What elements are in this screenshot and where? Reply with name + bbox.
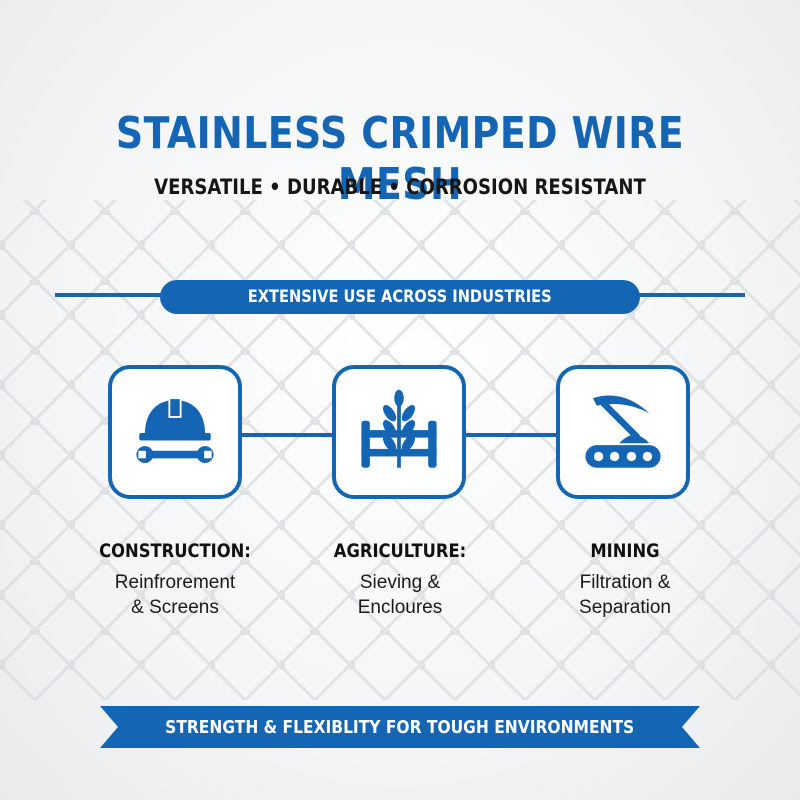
industry-desc-line: Sieving & [359,572,441,593]
industry-desc-line: Filtration & [579,572,671,593]
industry-desc-line: & Screens [131,597,219,618]
page-title: STAINLESS CRIMPED WIRE MESH [115,108,685,210]
footer-banner: STRENGTH & FLEXIBLITY FOR TOUGH ENVIRONM… [100,706,700,748]
industries-banner-label: EXTENSIVE USE ACROSS INDUSTRIES [248,287,552,307]
connector-line [240,433,334,437]
mining-icon-box [556,365,690,499]
industry-desc-line: Encloures [357,597,443,618]
pickaxe-conveyor-icon [585,395,661,468]
industries-banner: EXTENSIVE USE ACROSS INDUSTRIES [160,280,640,314]
connector-line [466,433,560,437]
industry-construction: CONSTRUCTION: Reinfrorement & Screens [65,540,285,620]
industry-description: Sieving & Encloures [290,570,510,620]
industry-agriculture: AGRICULTURE: Sieving & Encloures [290,540,510,620]
page-subtitle: VERSATILE • DURABLE • CORROSION RESISTAN… [154,175,646,199]
wheat-fence-icon [361,389,437,468]
footer-banner-label: STRENGTH & FLEXIBLITY FOR TOUGH ENVIRONM… [165,716,635,738]
industry-description: Reinfrorement & Screens [65,570,285,620]
industry-desc-line: Separation [579,597,671,618]
industry-mining: MINING Filtration & Separation [515,540,735,620]
construction-icon-box [108,365,242,499]
industry-name: MINING [590,540,660,562]
industry-desc-line: Reinfrorement [114,572,236,593]
industry-name: AGRICULTURE: [333,540,467,562]
agriculture-icon-box [332,365,466,499]
hard-hat-wrench-icon [136,397,214,464]
industry-description: Filtration & Separation [515,570,735,620]
industry-name: CONSTRUCTION: [99,540,251,562]
